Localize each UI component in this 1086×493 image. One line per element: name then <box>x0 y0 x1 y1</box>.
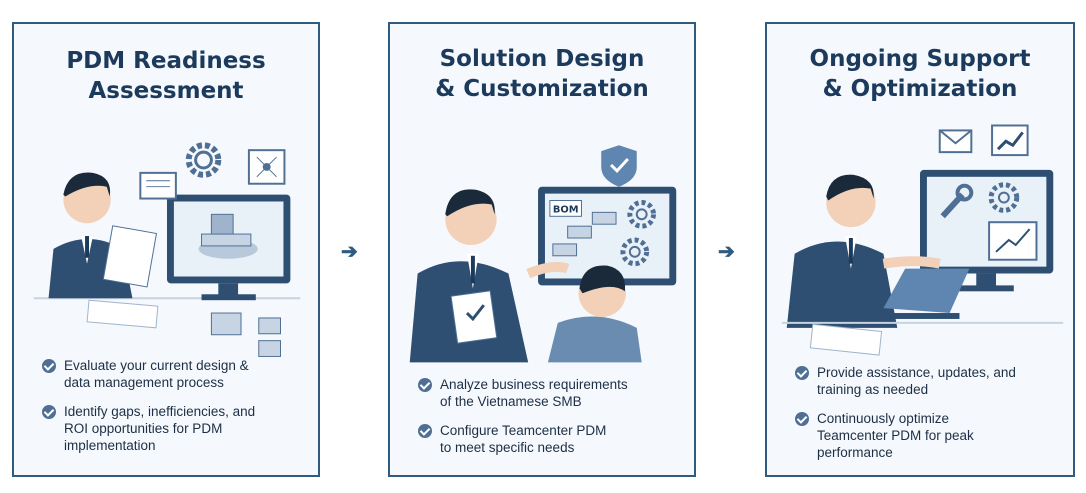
arrow-right-icon: ➔ <box>718 241 735 263</box>
step-card-support: Ongoing Support & Optimization <box>765 22 1075 477</box>
trend-chart-icon <box>991 124 1029 157</box>
network-icon <box>247 149 286 185</box>
bom-label: BOM <box>553 204 579 215</box>
document-icon <box>139 171 177 200</box>
shield-check-icon <box>601 145 637 187</box>
item-line: performance <box>817 445 893 460</box>
step-title: PDM Readiness Assessment <box>14 46 318 106</box>
list-item: Configure Teamcenter PDM to meet specifi… <box>418 422 674 456</box>
title-line: Ongoing Support <box>809 46 1031 72</box>
gear-icon <box>185 142 222 178</box>
step-title: Ongoing Support & Optimization <box>767 44 1073 104</box>
check-icon <box>418 378 432 392</box>
folder-icon <box>210 312 281 357</box>
illustration-design: BOM <box>409 145 677 363</box>
illustration-assessment <box>33 142 301 357</box>
item-line: Continuously optimize <box>817 411 950 426</box>
monitor-icon <box>166 194 291 301</box>
item-line: of the Vietnamese SMB <box>440 394 582 409</box>
item-line: Provide assistance, updates, and <box>817 365 1016 380</box>
item-line: to meet specific needs <box>440 440 575 455</box>
gear-icon <box>620 237 650 267</box>
gear-icon <box>627 200 656 229</box>
list-item: Identify gaps, inefficiencies, and ROI o… <box>42 403 298 454</box>
trend-chart-icon <box>988 221 1038 261</box>
item-line: Identify gaps, inefficiencies, and <box>64 404 256 419</box>
person-icon <box>786 174 941 328</box>
item-line: Teamcenter PDM for peak <box>817 428 974 443</box>
check-icon <box>42 405 56 419</box>
check-icon <box>795 412 809 426</box>
title-line: Solution Design <box>439 46 645 72</box>
illustration-support <box>781 124 1064 356</box>
list-item: Evaluate your current design & data mana… <box>42 357 298 391</box>
title-line: & Optimization <box>822 76 1018 102</box>
person-icon <box>409 189 570 363</box>
step-card-readiness: PDM Readiness Assessment <box>12 22 320 477</box>
item-line: implementation <box>64 438 156 453</box>
list-item: Continuously optimize Teamcenter PDM for… <box>795 410 1053 461</box>
step-title: Solution Design & Customization <box>390 44 694 104</box>
list-item: Analyze business requirements of the Vie… <box>418 376 674 410</box>
wrench-icon <box>940 183 974 219</box>
check-icon <box>418 424 432 438</box>
item-line: ROI opportunities for PDM <box>64 421 223 436</box>
envelope-icon <box>938 129 973 154</box>
list-item: Provide assistance, updates, and trainin… <box>795 364 1053 398</box>
arrow-right-icon: ➔ <box>341 241 358 263</box>
title-line: & Customization <box>435 76 649 102</box>
item-line: Evaluate your current design & <box>64 358 249 373</box>
item-line: data management process <box>64 375 224 390</box>
person-icon <box>48 172 158 299</box>
item-line: training as needed <box>817 382 929 397</box>
step-card-design: Solution Design & Customization BOM <box>388 22 696 477</box>
title-line: Assessment <box>88 78 244 104</box>
laptop-icon <box>870 268 970 319</box>
item-line: Analyze business requirements <box>440 377 628 392</box>
item-line: Configure Teamcenter PDM <box>440 423 607 438</box>
check-icon <box>42 359 56 373</box>
title-line: PDM Readiness <box>66 48 266 74</box>
check-icon <box>795 366 809 380</box>
